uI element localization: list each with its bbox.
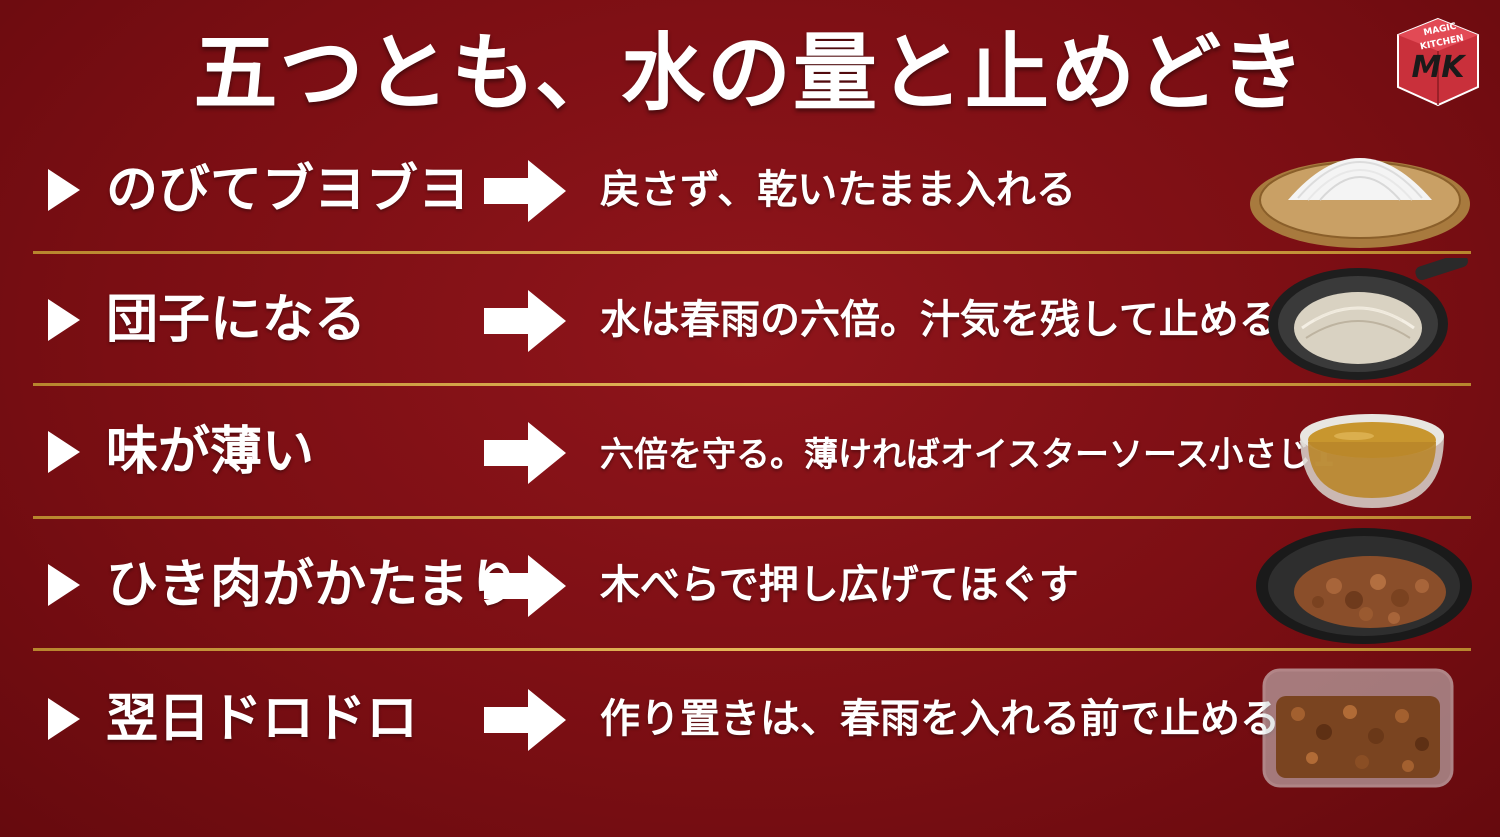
problem-text: ひき肉がかたまり <box>106 555 521 615</box>
fix-text: 戻さず、乾いたまま入れる <box>600 167 1076 213</box>
right-arrow-icon <box>484 160 566 222</box>
right-arrow-icon <box>484 422 566 484</box>
fix-text: 六倍を守る。薄ければオイスターソース小さじ1 <box>600 435 1335 475</box>
bullet-triangle-icon <box>48 564 80 606</box>
tip-row-1: のびてブヨブヨ 戻さず、乾いたまま入れる <box>0 124 1500 254</box>
row-separator <box>33 516 1471 519</box>
row-separator <box>33 648 1471 651</box>
right-arrow-icon <box>484 555 566 617</box>
tip-row-2: 団子になる 水は春雨の六倍。汁気を残して止める <box>0 256 1500 386</box>
magic-kitchen-logo-icon <box>1397 17 1479 107</box>
bowl-of-broth-icon <box>1300 414 1444 508</box>
bullet-triangle-icon <box>48 431 80 473</box>
row-separator <box>33 251 1471 254</box>
bullet-triangle-icon <box>48 698 80 740</box>
right-arrow-icon <box>484 290 566 352</box>
fix-text: 木べらで押し広げてほぐす <box>600 562 1079 608</box>
dry-glass-noodles-on-bamboo-tray-icon <box>1250 158 1470 248</box>
problem-text: 翌日ドロドロ <box>106 689 419 749</box>
fix-text: 作り置きは、春雨を入れる前で止める <box>600 696 1280 742</box>
row-separator <box>33 383 1471 386</box>
problem-text: のびてブヨブヨ <box>106 160 471 220</box>
slide-title: 五つとも、水の量と止めどき <box>193 24 1307 122</box>
right-arrow-icon <box>484 689 566 751</box>
bullet-triangle-icon <box>48 299 80 341</box>
logo-initials: MK <box>1411 50 1465 85</box>
noodles-in-frying-pan-icon <box>1268 258 1468 380</box>
fix-text: 水は春雨の六倍。汁気を残して止める <box>600 297 1279 343</box>
tip-row-4: ひき肉がかたまり 木べらで押し広げてほぐす <box>0 520 1500 650</box>
bullet-triangle-icon <box>48 169 80 211</box>
problem-text: 味が薄い <box>106 422 315 482</box>
ground-meat-in-pan-icon <box>1256 528 1472 644</box>
tip-row-3: 味が薄い 六倍を守る。薄ければオイスターソース小さじ1 <box>0 388 1500 518</box>
meat-in-glass-container-icon <box>1262 668 1454 788</box>
problem-text: 団子になる <box>106 290 367 350</box>
tip-row-5: 翌日ドロドロ 作り置きは、春雨を入れる前で止める <box>0 654 1500 788</box>
